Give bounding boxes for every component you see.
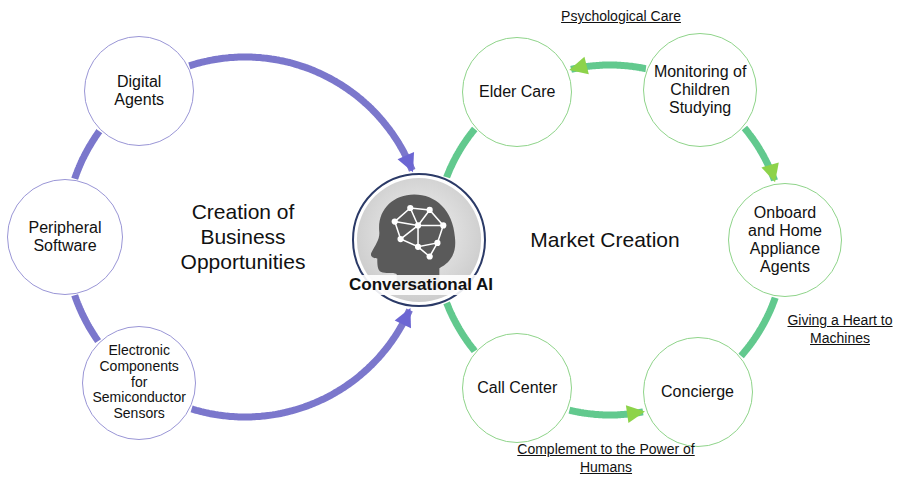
note-label: Complement to the Power of Humans xyxy=(501,441,711,476)
group-title: Market Creation xyxy=(515,227,695,252)
ring-connector xyxy=(189,57,412,170)
circle-label: Electronic Components for Semiconductor … xyxy=(91,343,187,421)
topic-circle: Electronic Components for Semiconductor … xyxy=(82,326,196,440)
circle-label: Elder Care xyxy=(472,83,562,101)
topic-circle: Call Center xyxy=(462,333,572,443)
ring-connector xyxy=(571,65,646,69)
topic-circle: Digital Agents xyxy=(84,36,194,146)
circle-label: Call Center xyxy=(471,379,563,397)
topic-circle: Peripheral Software xyxy=(7,179,123,295)
topic-circle: Monitoring of Children Studying xyxy=(643,33,757,147)
circle-label: Onboard and Home Appliance Agents xyxy=(740,204,830,276)
ring-connector xyxy=(192,310,410,417)
ring-connector xyxy=(75,131,100,179)
ring-connector xyxy=(75,295,98,341)
note-label: Giving a Heart to Machines xyxy=(775,312,905,347)
note-label: Psychological Care xyxy=(536,8,706,26)
center-title: Conversational AI xyxy=(346,275,496,295)
ring-connector xyxy=(569,410,643,415)
ring-connector xyxy=(447,129,475,177)
ring-connector xyxy=(744,128,774,180)
topic-circle: Concierge xyxy=(643,337,753,447)
circle-label: Concierge xyxy=(652,383,744,401)
circle-label: Monitoring of Children Studying xyxy=(652,63,748,117)
center-circle: Conversational AI xyxy=(352,173,486,307)
group-title: Creation of Business Opportunities xyxy=(153,199,333,275)
ring-connector xyxy=(447,303,475,351)
ring-connector xyxy=(741,298,775,356)
circle-label: Peripheral Software xyxy=(15,219,115,255)
topic-circle: Onboard and Home Appliance Agents xyxy=(728,183,842,297)
topic-circle: Elder Care xyxy=(462,37,572,147)
circle-label: Digital Agents xyxy=(94,73,184,109)
